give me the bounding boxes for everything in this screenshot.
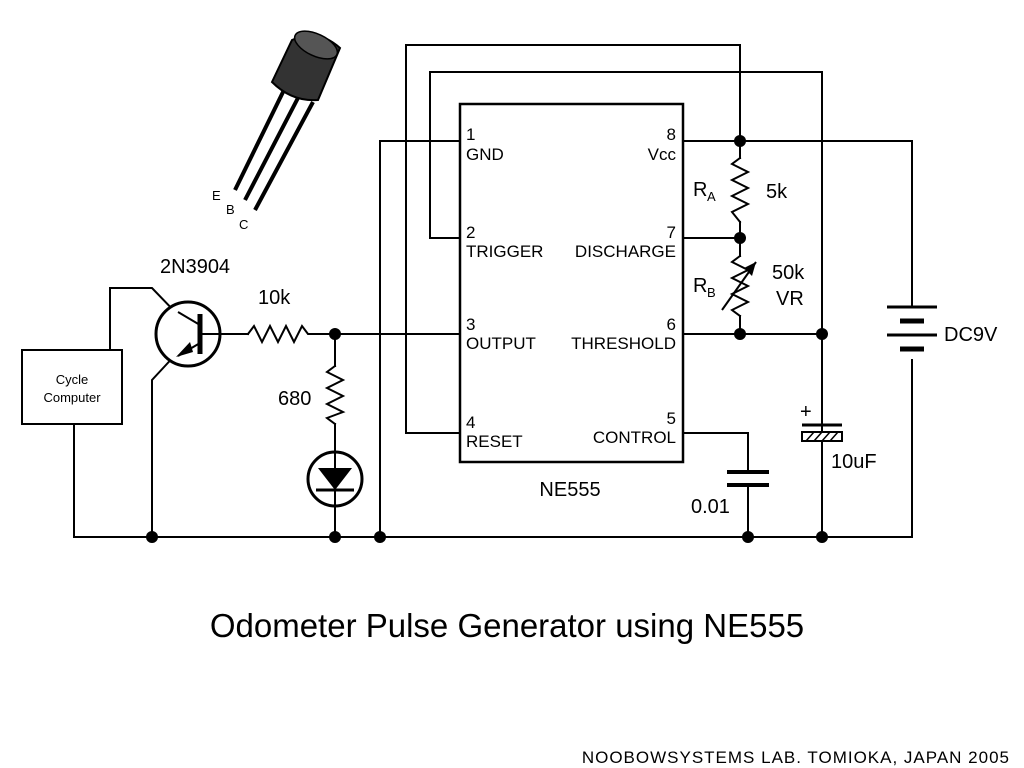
pin8-label: Vcc (648, 145, 677, 164)
pin2-label: TRIGGER (466, 242, 543, 261)
capacitor-10uf: + 10uF (800, 333, 877, 538)
pin1-number: 1 (466, 125, 475, 144)
base-resistor-value: 10k (258, 287, 291, 309)
pin-label-e: E (212, 188, 221, 203)
ne555-ic: 1 GND 2 TRIGGER 3 OUTPUT 4 RESET 5 CONTR… (458, 102, 685, 501)
capacitor-0-01: 0.01 (691, 470, 769, 518)
rb-value: 50k (772, 262, 805, 284)
battery-label: DC9V (944, 324, 998, 346)
rb-type: VR (776, 288, 804, 310)
pin6-number: 6 (667, 315, 676, 334)
resistor-680: 680 (278, 364, 346, 426)
pin1-label: GND (466, 145, 504, 164)
cap-control-value: 0.01 (691, 496, 730, 518)
rb-label: R (693, 275, 707, 297)
diagram-credit: NOOBOWSYSTEMS LAB. TOMIOKA, JAPAN 2005 (582, 748, 1010, 767)
pin-label-b: B (226, 202, 235, 217)
pin8-number: 8 (667, 125, 676, 144)
cycle-computer-box: Cycle Computer (21, 349, 123, 425)
ra-value: 5k (766, 181, 788, 203)
ra-subscript: A (707, 189, 716, 204)
variable-resistor-rb: R B 50k VR (693, 254, 805, 318)
resistor-10k: 10k (246, 287, 313, 345)
pin-label-c: C (239, 217, 248, 232)
ic-name-label: NE555 (539, 479, 600, 501)
pin7-number: 7 (667, 223, 676, 242)
pin4-label: RESET (466, 432, 523, 451)
pin5-number: 5 (667, 409, 676, 428)
pin7-label: DISCHARGE (575, 242, 676, 261)
diagram-title: Odometer Pulse Generator using NE555 (210, 607, 804, 644)
pin6-label: THRESHOLD (571, 334, 676, 353)
pin4-number: 4 (466, 413, 475, 432)
cap-polarity-mark: + (800, 401, 812, 423)
battery-dc9v: DC9V (887, 305, 998, 352)
pin3-label: OUTPUT (466, 334, 536, 353)
rb-subscript: B (707, 285, 716, 300)
led-resistor-value: 680 (278, 388, 311, 410)
transistor-2n3904: 2N3904 (154, 256, 230, 368)
cycle-computer-label-2: Computer (43, 390, 101, 405)
pin2-number: 2 (466, 223, 475, 242)
pin3-number: 3 (466, 315, 475, 334)
ra-label: R (693, 179, 707, 201)
cap-timing-value: 10uF (831, 451, 877, 473)
pin5-label: CONTROL (593, 428, 676, 447)
led-icon (306, 450, 364, 508)
resistor-ra: R A 5k (693, 156, 788, 224)
to92-transistor-drawing: E B C (212, 30, 342, 232)
cycle-computer-label-1: Cycle (56, 372, 89, 387)
transistor-label: 2N3904 (160, 256, 230, 278)
